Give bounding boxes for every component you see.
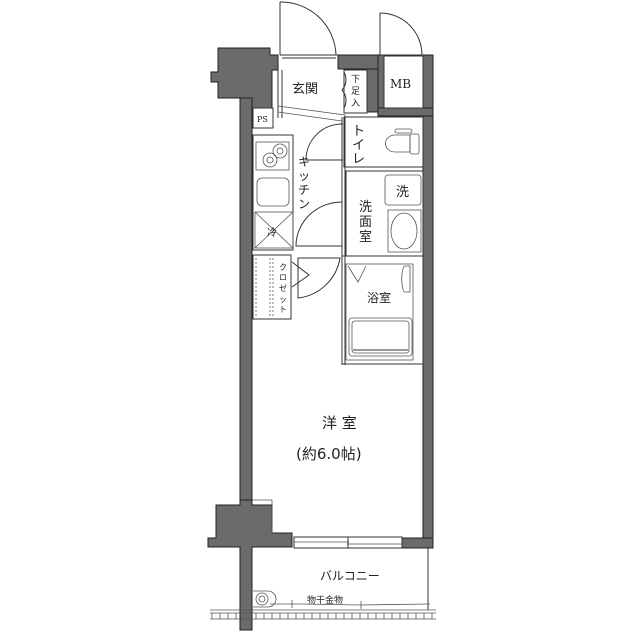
wall-mb-bottom bbox=[377, 107, 434, 117]
closet-label-3: ゼ bbox=[279, 283, 287, 293]
fridge-space: 冷 bbox=[254, 211, 294, 249]
western-room-label: 洋 室 bbox=[322, 414, 357, 432]
bath-faucet-icon bbox=[401, 265, 411, 293]
shoe-box bbox=[343, 69, 368, 114]
shoe-box-label-2: 足 bbox=[351, 86, 360, 97]
bathtub-icon bbox=[348, 317, 413, 357]
kitchen-label-4: ン bbox=[298, 197, 310, 211]
balcony-label: バルコニー bbox=[320, 569, 380, 583]
entrance: 玄関 下 足 入 bbox=[277, 69, 368, 122]
closet-label-5: ト bbox=[279, 305, 287, 314]
western-room-size: (約6.0帖) bbox=[296, 445, 362, 463]
shoe-box-label-1: 下 bbox=[351, 75, 360, 85]
kitchen-label-3: チ bbox=[298, 183, 310, 197]
washer-label: 洗 bbox=[396, 185, 409, 200]
pipe-space: PS bbox=[252, 107, 274, 129]
washroom-label-1: 洗 bbox=[359, 200, 372, 215]
western-room-door[interactable] bbox=[297, 257, 341, 299]
toilet-label-2: イ bbox=[352, 138, 365, 153]
bathroom-door[interactable] bbox=[347, 265, 367, 283]
wall-shoebox-right bbox=[366, 68, 379, 113]
western-room: 洋 室 (約6.0帖) bbox=[252, 414, 362, 533]
toilet: ト イ レ bbox=[305, 116, 424, 168]
wall-top-middle bbox=[337, 54, 381, 70]
toilet-label-3: レ bbox=[352, 152, 365, 167]
sink-icon bbox=[256, 177, 290, 207]
washroom-door[interactable] bbox=[295, 201, 343, 247]
kitchen-label-1: キ bbox=[298, 155, 310, 169]
wall-mb-frame bbox=[377, 54, 385, 116]
entrance-label: 玄関 bbox=[292, 82, 318, 97]
balcony-sliding-door[interactable] bbox=[293, 536, 403, 549]
kitchen-label-2: ッ bbox=[298, 169, 310, 183]
closet-label-4: ッ bbox=[279, 295, 287, 304]
stove-icon bbox=[255, 141, 290, 171]
closet-label-2: ロ bbox=[279, 273, 287, 282]
balcony-railing bbox=[210, 612, 436, 620]
wall-lower-left-block bbox=[207, 499, 293, 631]
mb-door[interactable] bbox=[379, 12, 423, 56]
meter-box-label: MB bbox=[390, 77, 411, 91]
washroom: 洗 洗 面 室 bbox=[295, 170, 424, 257]
pipe-space-label: PS bbox=[257, 115, 268, 124]
kitchen: 冷 キ ッ チ ン bbox=[252, 134, 310, 251]
bathroom-label: 浴室 bbox=[367, 290, 391, 305]
shoe-box-label-3: 入 bbox=[351, 98, 360, 109]
washroom-label-2: 面 bbox=[359, 215, 372, 230]
closet-label-1: ク bbox=[279, 263, 287, 272]
drying-hardware-label: 物干金物 bbox=[307, 594, 343, 606]
meter-box: MB bbox=[383, 55, 424, 109]
bathroom: 浴室 bbox=[341, 255, 424, 365]
closet-door[interactable] bbox=[291, 261, 310, 288]
toilet-fixture-icon bbox=[385, 128, 420, 155]
balcony: バルコニー 物干金物 bbox=[210, 548, 436, 620]
wall-right bbox=[422, 54, 434, 549]
vanity-basin-icon bbox=[390, 212, 418, 250]
entrance-door[interactable] bbox=[279, 1, 338, 59]
vanity bbox=[387, 209, 422, 253]
fridge-label: 冷 bbox=[267, 226, 277, 239]
washroom-label-3: 室 bbox=[359, 229, 372, 245]
toilet-label-1: ト bbox=[352, 124, 365, 139]
closet: ク ロ ゼ ッ ト bbox=[252, 254, 310, 320]
wall-left bbox=[239, 97, 253, 501]
washer-space bbox=[384, 174, 422, 206]
wall-bottom-right bbox=[401, 537, 434, 549]
drying-hardware-icon bbox=[253, 590, 431, 609]
